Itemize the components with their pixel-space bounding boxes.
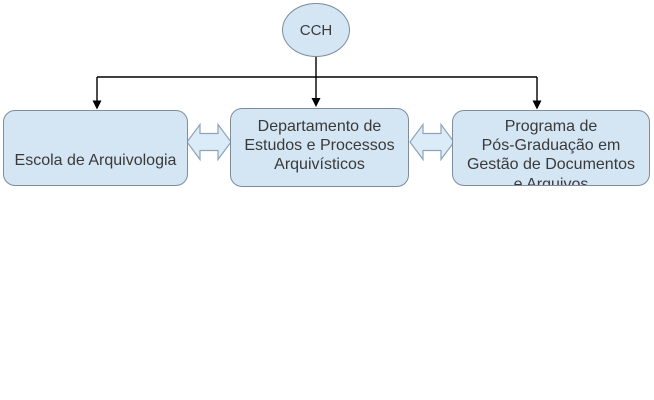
down-arrowhead-icon: [311, 98, 321, 107]
node-cch: CCH: [282, 3, 350, 57]
node-cch-label: CCH: [299, 21, 333, 39]
down-arrowhead-icon: [532, 100, 542, 110]
double-arrow-icon: [186, 122, 232, 162]
box-text-line: Pós-Graduação em: [481, 137, 621, 155]
box-text-line: Arquivísticos: [274, 156, 365, 174]
box-text-line: e Arquivos: [513, 175, 589, 186]
down-arrowhead-icon: [92, 100, 102, 110]
box-text: Escola de Arquivologia: [4, 111, 187, 170]
double-arrow-icon: [409, 122, 455, 162]
box-text: Departamento de Estudos e Processos Arqu…: [231, 109, 408, 175]
box-text-line: Estudos e Processos: [244, 137, 395, 155]
box-text: Programa de Pós-Graduação em Gestão de D…: [453, 111, 649, 186]
box-text-line: Departamento de: [257, 118, 382, 135]
node-escola-de-arquivologia: Escola de Arquivologia: [3, 110, 188, 186]
box-text-line: Escola de Arquivologia: [14, 152, 177, 169]
node-programa-pos-graduacao: Programa de Pós-Graduação em Gestão de D…: [452, 110, 650, 186]
box-text-line: Programa de: [504, 118, 598, 135]
connector-lines: [96, 57, 538, 101]
node-departamento-estudos-processos: Departamento de Estudos e Processos Arqu…: [230, 108, 409, 187]
box-text-line: Gestão de Documentos: [466, 156, 636, 174]
